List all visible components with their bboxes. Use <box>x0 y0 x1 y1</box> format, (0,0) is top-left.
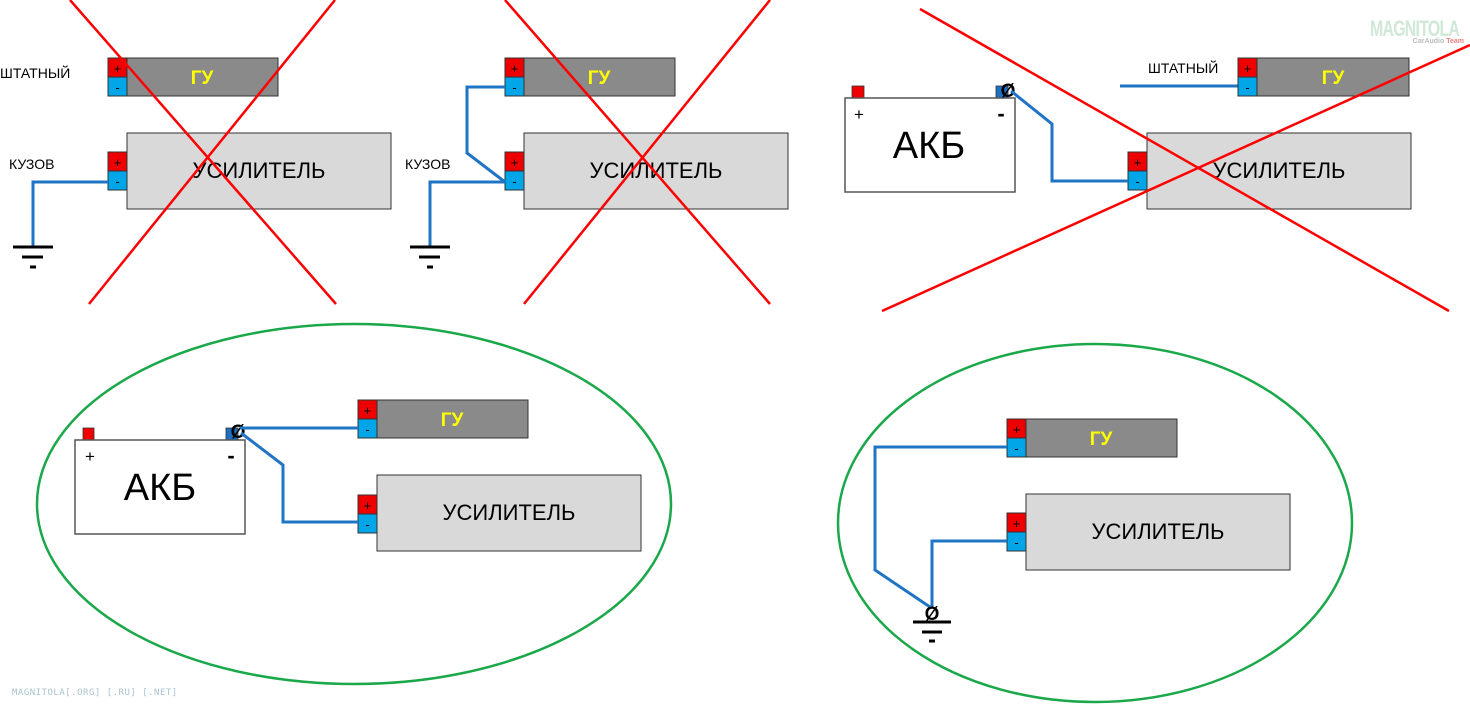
battery-label: АКБ <box>893 125 965 167</box>
plus-sign: + <box>364 403 372 418</box>
panel-2: ГУ + - КУЗОВ УСИЛИТЕЛЬ + - <box>405 0 789 305</box>
ground-label: КУЗОВ <box>9 156 54 172</box>
head-unit: ГУ + - <box>1237 57 1410 97</box>
amplifier: УСИЛИТЕЛЬ + - <box>1127 132 1412 210</box>
head-unit-label: ГУ <box>588 68 611 89</box>
stock-label: ШТАТНЫЙ <box>0 64 70 81</box>
amplifier: УСИЛИТЕЛЬ + - <box>357 474 642 552</box>
amplifier-ground-wire <box>930 539 1007 607</box>
minus-sign: - <box>1014 535 1018 550</box>
cross-out-icon <box>504 0 771 305</box>
battery-plus-post <box>82 427 95 441</box>
head-unit-label: ГУ <box>1090 429 1113 450</box>
watermark: MAGNITOLA[.ORG] [.RU] [.NET] <box>12 688 178 698</box>
correct-ellipse-icon <box>35 322 673 686</box>
amplifier-body <box>126 132 392 210</box>
ground-wire <box>428 180 505 246</box>
ground-label: КУЗОВ <box>405 156 450 172</box>
terminal-clamp-icon: Ø <box>925 604 940 625</box>
plus-sign: + <box>1013 422 1021 437</box>
head-unit-label: ГУ <box>441 410 464 431</box>
amplifier-label: УСИЛИТЕЛЬ <box>193 158 326 183</box>
terminal-clamp-icon: Ø <box>231 422 246 443</box>
minus-sign: - <box>1014 441 1018 456</box>
head-unit-label: ГУ <box>1322 68 1345 89</box>
logo-sub-b: Team <box>1446 38 1464 45</box>
amplifier-body <box>376 474 642 552</box>
amplifier: УСИЛИТЕЛЬ + - <box>107 132 392 210</box>
head-unit: ГУ + - <box>357 399 529 439</box>
head-unit-body <box>376 399 529 439</box>
plus-sign: + <box>1244 61 1252 76</box>
ground-icon <box>13 245 53 269</box>
plus-sign: + <box>1134 155 1142 170</box>
head-unit-body <box>1256 57 1410 97</box>
head-unit-body <box>1025 418 1178 458</box>
battery: + - АКБ Ø <box>844 81 1016 193</box>
plus-sign: + <box>511 61 519 76</box>
correct-ellipse-icon <box>836 342 1354 704</box>
plus-sign: + <box>364 498 372 513</box>
panel-1: ШТАТНЫЙ ГУ + - КУЗОВ УСИЛИТЕЛЬ + - <box>0 0 392 305</box>
head-unit-ground-wire <box>873 445 1007 609</box>
battery-label: АКБ <box>124 467 196 509</box>
battery-body <box>844 97 1016 193</box>
logo-subtitle: CarAudio Team <box>1413 38 1464 45</box>
head-unit-body <box>523 57 676 97</box>
logo-text: MAGNITOLA <box>1370 16 1460 41</box>
minus-sign: - <box>1245 80 1249 95</box>
minus-sign: - <box>1135 174 1139 189</box>
panel-3: + - АКБ Ø ШТАТНЫЙ ГУ + - УСИЛИТЕЛЬ + - <box>844 7 1470 313</box>
minus-sign: - <box>512 174 516 189</box>
cross-out-icon <box>881 7 1470 313</box>
head-unit-body <box>126 57 279 97</box>
minus-terminal <box>1237 76 1258 97</box>
amplifier-label: УСИЛИТЕЛЬ <box>443 500 576 525</box>
terminal-clamp-icon: Ø <box>1001 81 1016 102</box>
head-unit-label: ГУ <box>191 68 214 89</box>
head-unit-ground-wire <box>465 85 506 184</box>
plus-sign: + <box>511 155 519 170</box>
amplifier-body <box>1025 493 1291 571</box>
ground-icon <box>410 245 450 269</box>
panel-4: + - АКБ Ø ГУ + - УСИЛИТЕЛЬ + - <box>35 322 673 686</box>
amplifier: УСИЛИТЕЛЬ + - <box>1006 493 1291 571</box>
plus-sign: + <box>1013 516 1021 531</box>
ground-icon <box>913 620 951 643</box>
minus-sign: - <box>365 422 369 437</box>
battery-plus-sign: + <box>85 447 95 466</box>
battery-plus-sign: + <box>854 105 864 124</box>
logo-sub-a: CarAudio <box>1412 38 1445 45</box>
battery-body <box>74 439 246 535</box>
amplifier-label: УСИЛИТЕЛЬ <box>1092 519 1225 544</box>
plus-sign: + <box>114 155 122 170</box>
plus-sign: + <box>114 61 122 76</box>
amplifier-label: УСИЛИТЕЛЬ <box>1213 158 1346 183</box>
cross-out-icon <box>69 0 337 305</box>
magnitola-logo: MAGNITOLA CarAudio Team <box>1370 16 1466 50</box>
head-unit: ГУ + - <box>107 57 279 97</box>
battery-minus-sign: - <box>997 101 1004 126</box>
head-unit: ГУ + - <box>1006 418 1178 458</box>
stock-label: ШТАТНЫЙ <box>1148 59 1218 76</box>
head-unit: ГУ + - <box>504 57 676 97</box>
minus-sign: - <box>115 174 119 189</box>
ground-wire <box>31 180 108 246</box>
amplifier-label: УСИЛИТЕЛЬ <box>590 158 723 183</box>
battery-to-amplifier-wire <box>240 431 358 524</box>
battery-plus-post <box>851 85 865 99</box>
minus-sign: - <box>115 80 119 95</box>
battery-minus-sign: - <box>227 443 234 468</box>
minus-terminal <box>107 76 128 97</box>
amplifier-body <box>523 132 789 210</box>
panel-5: ГУ + - УСИЛИТЕЛЬ + - Ø <box>836 342 1354 704</box>
amplifier: УСИЛИТЕЛЬ + - <box>504 132 789 210</box>
minus-sign: - <box>512 80 516 95</box>
battery: + - АКБ Ø <box>74 422 246 535</box>
minus-sign: - <box>365 517 369 532</box>
battery-to-amplifier-wire <box>1010 89 1128 183</box>
